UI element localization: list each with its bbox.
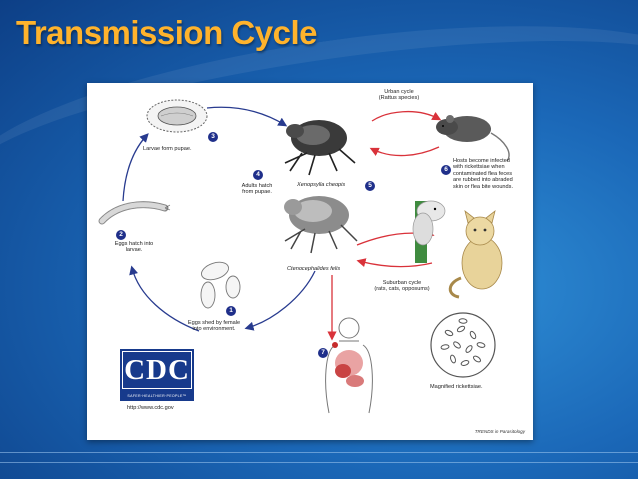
slide-title: Transmission Cycle <box>16 14 317 51</box>
ctenocephalides-flea-illustration <box>284 196 358 254</box>
step-7-badge: 7 <box>318 348 328 358</box>
cycle-arrow-pupae-to-adult <box>206 106 288 127</box>
cat-illustration <box>448 209 503 299</box>
figure-credit: TRENDS in Parasitology <box>474 429 525 434</box>
step-2-badge: 2 <box>116 230 126 240</box>
opossum-illustration <box>412 200 446 263</box>
larvae-form-pupae-label: Larvae form pupae. <box>143 146 192 152</box>
cdc-tagline: SAFER·HEALTHIER·PEOPLE™ <box>127 394 187 398</box>
ctenocephalides-label: Ctenocephalides felis <box>287 266 341 272</box>
cycle-arrow-eggs-to-larvae <box>129 265 200 332</box>
cdc-url: http://www.cdc.gov <box>127 405 174 411</box>
footer-line-bottom <box>0 462 638 463</box>
rat-illustration <box>436 115 510 162</box>
urban-cycle-arrow-to-rat <box>371 110 442 122</box>
xenopsylla-label: Xenopsylla cheopis <box>297 182 346 188</box>
suburban-cycle-label: Suburban cycle (rats, cats, opposums) <box>374 280 430 293</box>
step-1-badge: 1 <box>226 306 236 316</box>
human-torso-illustration <box>325 317 373 414</box>
suburban-cycle-arrow-to-flea <box>356 258 433 268</box>
urban-cycle-label: Urban cycle (Rattus species) <box>378 89 420 102</box>
step-3-badge: 3 <box>208 132 218 142</box>
step-5-badge: 5 <box>365 181 375 191</box>
pupa-illustration <box>146 99 208 133</box>
step-6-badge: 6 <box>441 165 451 175</box>
footer-line-top <box>0 452 638 453</box>
cycle-arrow-flea-to-eggs <box>244 270 316 331</box>
larva-illustration <box>98 201 171 225</box>
cycle-arrow-larvae-to-pupae <box>122 133 149 202</box>
adults-hatch-label: Adults hatch from pupae. <box>241 183 273 196</box>
eggs-hatch-label: Eggs hatch into larvae. <box>114 241 154 254</box>
eggs-shed-label: Eggs shed by female into environment. <box>187 320 241 333</box>
cycle-diagram <box>98 99 510 414</box>
cdc-logo-text: CDC <box>122 351 192 389</box>
magnified-rickettsiae-label: Magnified rickettsiae. <box>430 384 483 390</box>
eggs-illustration <box>200 261 241 309</box>
magnified-rickettsiae-illustration <box>430 312 496 378</box>
cdc-logo: CDC SAFER·HEALTHIER·PEOPLE™ <box>120 349 194 401</box>
transmission-cycle-figure: Urban cycle (Rattus species) Larvae form… <box>87 83 533 440</box>
xenopsylla-flea-illustration <box>284 120 356 176</box>
urban-cycle-arrow-to-flea <box>369 146 440 157</box>
step-4-badge: 4 <box>253 170 263 180</box>
hosts-infected-label: Hosts become infected with rickettsiae w… <box>453 158 514 190</box>
